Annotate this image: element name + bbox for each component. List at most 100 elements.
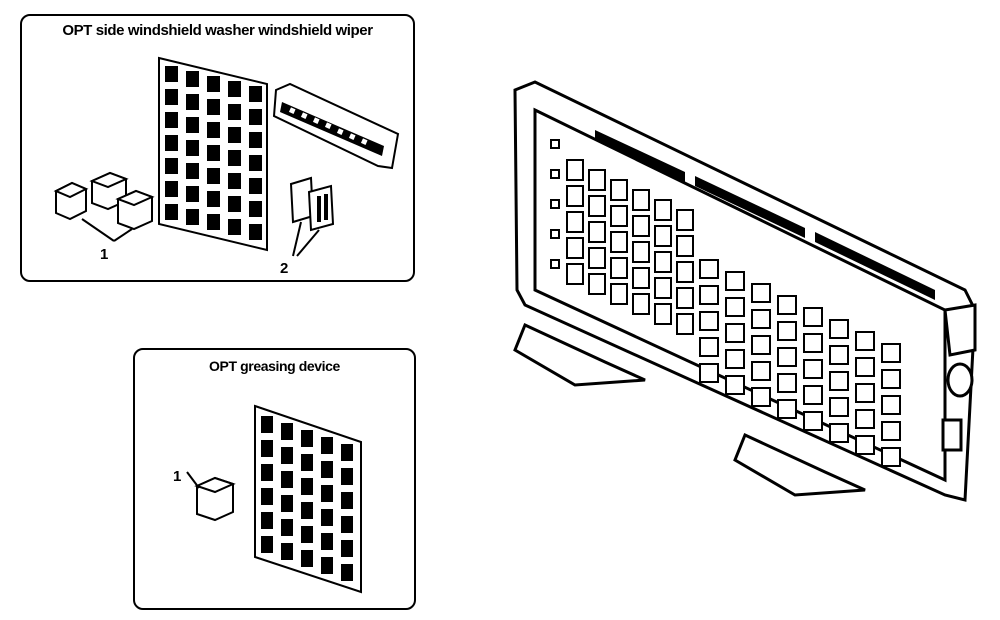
- socket-cell: [228, 104, 241, 120]
- socket-cell: [249, 224, 262, 240]
- socket-cell: [321, 437, 333, 454]
- relay-block: [610, 205, 628, 227]
- relay-block: [676, 287, 694, 309]
- socket-cell: [281, 495, 293, 512]
- socket-cell: [321, 461, 333, 478]
- fuse-strip-illustration: [272, 82, 400, 170]
- relay-block: [829, 345, 849, 365]
- relay-block: [654, 225, 672, 247]
- socket-cell: [249, 109, 262, 125]
- relay-block: [855, 435, 875, 455]
- relay-block: [610, 179, 628, 201]
- socket-cell: [186, 94, 199, 110]
- socket-cell: [165, 89, 178, 105]
- socket-cell: [281, 471, 293, 488]
- socket-cell: [341, 564, 353, 581]
- socket-cell: [186, 163, 199, 179]
- socket-cell: [281, 423, 293, 440]
- socket-cell: [261, 536, 273, 553]
- panel-title-windshield: OPT side windshield washer windshield wi…: [62, 22, 373, 39]
- relay-block: [777, 321, 797, 341]
- relay-block: [777, 347, 797, 367]
- relay-block: [588, 273, 606, 295]
- socket-cell: [261, 416, 273, 433]
- socket-cell: [165, 66, 178, 82]
- socket-cell: [165, 112, 178, 128]
- relay-block: [676, 235, 694, 257]
- relay-block: [566, 185, 584, 207]
- relay-block: [588, 247, 606, 269]
- relay-block: [829, 371, 849, 391]
- socket-cell: [249, 178, 262, 194]
- relay-block: [881, 395, 901, 415]
- socket-cell: [261, 440, 273, 457]
- option-panel-greasing: OPT greasing device 1: [133, 348, 416, 610]
- relay-block: [777, 373, 797, 393]
- relay-block: [829, 397, 849, 417]
- socket-cell: [281, 543, 293, 560]
- relay-block: [751, 283, 771, 303]
- socket-cell: [186, 140, 199, 156]
- socket-cell: [281, 519, 293, 536]
- relay-block: [699, 285, 719, 305]
- relay-block: [881, 343, 901, 363]
- socket-cell: [228, 173, 241, 189]
- relay-block: [566, 237, 584, 259]
- socket-cell: [228, 150, 241, 166]
- relay-block: [610, 257, 628, 279]
- socket-cell: [321, 485, 333, 502]
- socket-cell: [207, 145, 220, 161]
- relay-block: [725, 323, 745, 343]
- socket-cell: [207, 99, 220, 115]
- relay-block: [566, 159, 584, 181]
- socket-cell: [165, 158, 178, 174]
- relay-block: [654, 277, 672, 299]
- relay-block: [676, 261, 694, 283]
- socket-cell: [228, 81, 241, 97]
- socket-cell: [165, 135, 178, 151]
- relay-block: [777, 295, 797, 315]
- relay-block: [751, 361, 771, 381]
- socket-cell: [301, 478, 313, 495]
- socket-cell: [261, 488, 273, 505]
- relay-block: [588, 221, 606, 243]
- relay-block: [632, 189, 650, 211]
- socket-cell: [261, 512, 273, 529]
- relay-block: [881, 369, 901, 389]
- relay-block: [654, 199, 672, 221]
- socket-cell: [249, 155, 262, 171]
- relay-block: [803, 411, 823, 431]
- socket-cell: [341, 516, 353, 533]
- relay-block: [829, 423, 849, 443]
- relay-block: [751, 309, 771, 329]
- socket-cell: [228, 127, 241, 143]
- socket-cell: [249, 201, 262, 217]
- relay-block: [803, 333, 823, 353]
- socket-cell: [228, 196, 241, 212]
- socket-cell: [321, 557, 333, 574]
- relay-block: [588, 169, 606, 191]
- relay-block: [751, 335, 771, 355]
- socket-cell: [207, 76, 220, 92]
- socket-cell: [261, 464, 273, 481]
- socket-cell: [301, 454, 313, 471]
- option-panel-windshield: OPT side windshield washer windshield wi…: [20, 14, 415, 282]
- relay-block: [855, 331, 875, 351]
- relay-block: [566, 263, 584, 285]
- relay-block: [610, 231, 628, 253]
- relay-block: [632, 241, 650, 263]
- relay-grid-illustration-greasing: [254, 404, 362, 594]
- relay-pair-illustration: [289, 176, 335, 257]
- panel-title-greasing: OPT greasing device: [209, 358, 340, 374]
- relay-grid-illustration: [158, 56, 268, 252]
- relay-block: [654, 303, 672, 325]
- relay-block: [610, 283, 628, 305]
- relay-block: [654, 251, 672, 273]
- relay-block: [725, 271, 745, 291]
- callout-1-bottom: 1: [173, 468, 182, 485]
- socket-cell: [301, 430, 313, 447]
- relay-block: [829, 319, 849, 339]
- relay-block: [881, 447, 901, 467]
- relay-block: [699, 337, 719, 357]
- socket-cell: [207, 191, 220, 207]
